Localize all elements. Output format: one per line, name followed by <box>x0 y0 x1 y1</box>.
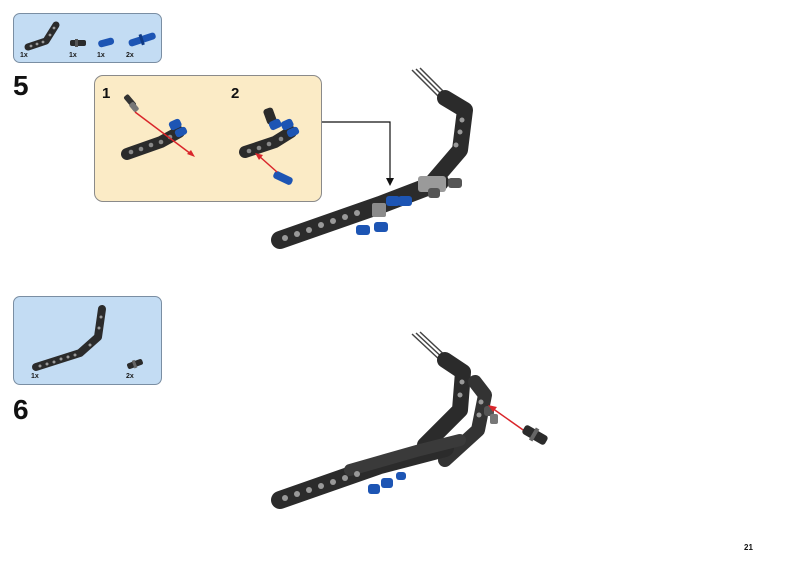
substep2-illustration <box>239 107 300 185</box>
step-number: 5 <box>13 70 29 101</box>
page-number: 21 <box>744 543 753 552</box>
part-qty: 1x <box>69 52 77 59</box>
step5-parts-box: 1x 1x 1x 2x <box>13 13 162 63</box>
black-axle-pin-icon <box>70 39 86 47</box>
substep-callout: 1 2 <box>94 75 322 202</box>
substep-number: 1 <box>102 85 111 102</box>
substep1-illustration <box>121 94 195 160</box>
axle-pin-being-inserted <box>522 425 548 445</box>
part-qty: 1x <box>31 373 39 380</box>
part-qty: 2x <box>126 52 134 59</box>
blue-pin-icon <box>98 37 115 48</box>
part-qty: 2x <box>126 373 134 380</box>
substep-number: 2 <box>231 85 240 102</box>
part-qty: 1x <box>97 52 105 59</box>
step6-parts-box: 1x 2x <box>13 296 162 385</box>
black-axle-pin-icon <box>127 359 143 369</box>
long-bent-beam-icon <box>32 305 106 371</box>
bent-beam-icon <box>24 21 60 51</box>
blue-long-pin-icon <box>128 32 156 47</box>
part-qty: 1x <box>20 52 28 59</box>
step-number: 6 <box>13 394 29 425</box>
